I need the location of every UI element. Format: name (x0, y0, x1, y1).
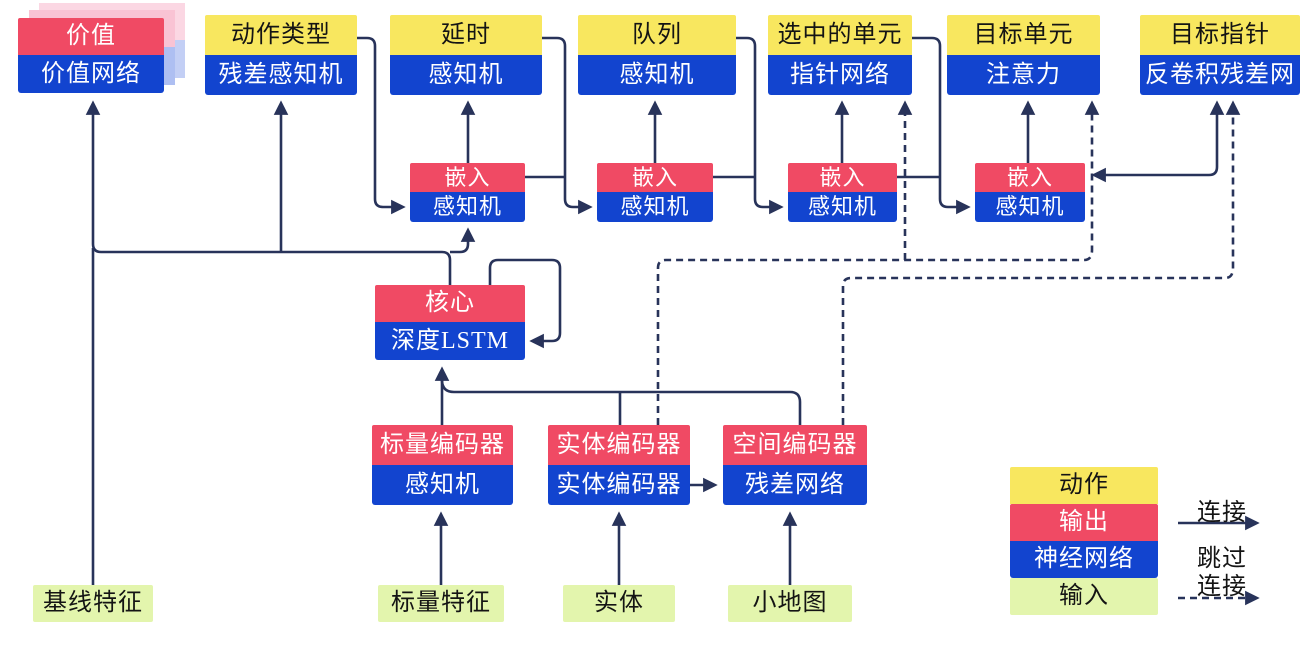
legend-output-label: 输出 (1010, 504, 1158, 541)
node-spatial-encoder: 空间编码器 残差网络 (723, 425, 867, 505)
node-embedding-2: 嵌入 感知机 (597, 163, 713, 222)
node-core: 核心 深度LSTM (375, 285, 525, 360)
target-point-network-label: 反卷积残差网 (1140, 55, 1300, 95)
selected-units-label: 选中的单元 (768, 15, 912, 55)
edge-embed4-target-point-link (1091, 100, 1225, 183)
legend-skip-label-line1: 跳过 (1197, 546, 1247, 572)
scalar-features-label: 标量特征 (378, 585, 504, 622)
value-network-label: 价值网络 (18, 55, 164, 93)
node-embedding-1: 嵌入 感知机 (410, 163, 525, 222)
core-network-label: 深度LSTM (375, 322, 525, 360)
core-label: 核心 (375, 285, 525, 322)
minimap-label: 小地图 (728, 585, 852, 622)
edge-queue-to-embed3 (736, 36, 784, 215)
entity-encoder-label: 实体编码器 (548, 425, 690, 465)
legend-input-label: 输入 (1010, 578, 1158, 615)
edge-core-branch-embed1 (450, 227, 476, 254)
spatial-encoder-label: 空间编码器 (723, 425, 867, 465)
action-type-label: 动作类型 (205, 15, 357, 55)
delay-label: 延时 (390, 15, 542, 55)
edge-core-self-loop (488, 258, 562, 349)
selected-units-network-label: 指针网络 (768, 55, 912, 95)
legend-network-label: 神经网络 (1010, 541, 1158, 578)
node-minimap: 小地图 (728, 585, 852, 622)
node-value: 价值 价值网络 (18, 18, 164, 93)
skip-spatial-to-target-point (841, 100, 1241, 425)
embedding4-label: 嵌入 (975, 163, 1085, 192)
scalar-encoder-label: 标量编码器 (372, 425, 513, 465)
legend-skip-label-line2: 连接 (1197, 574, 1247, 600)
queue-label: 队列 (578, 15, 736, 55)
node-target-point: 目标指针 反卷积残差网 (1140, 15, 1300, 95)
node-embedding-4: 嵌入 感知机 (975, 163, 1085, 222)
node-delay: 延时 感知机 (390, 15, 542, 95)
target-unit-label: 目标单元 (947, 15, 1100, 55)
action-type-network-label: 残差感知机 (205, 55, 357, 95)
edge-core-to-value-net (85, 100, 452, 285)
embedding2-label: 嵌入 (597, 163, 713, 192)
embedding3-label: 嵌入 (788, 163, 897, 192)
edge-action-type-to-embed1 (357, 36, 406, 215)
delay-network-label: 感知机 (390, 55, 542, 95)
entities-label: 实体 (563, 585, 675, 622)
legend-color-key: 动作 输出 神经网络 输入 (1010, 467, 1158, 615)
node-selected-units: 选中的单元 指针网络 (768, 15, 912, 95)
target-unit-network-label: 注意力 (947, 55, 1100, 95)
scalar-encoder-network-label: 感知机 (372, 465, 513, 505)
node-embedding-3: 嵌入 感知机 (788, 163, 897, 222)
legend-action-label: 动作 (1010, 467, 1158, 504)
value-output-label: 价值 (18, 18, 164, 55)
edge-delay-to-embed2 (542, 36, 593, 215)
entity-encoder-network-label: 实体编码器 (548, 465, 690, 505)
node-queue: 队列 感知机 (578, 15, 736, 95)
target-point-label: 目标指针 (1140, 15, 1300, 55)
embedding1-label: 嵌入 (410, 163, 525, 192)
node-scalar-features: 标量特征 (378, 585, 504, 622)
spatial-encoder-network-label: 残差网络 (723, 465, 867, 505)
baseline-features-label: 基线特征 (33, 585, 153, 622)
node-scalar-encoder: 标量编码器 感知机 (372, 425, 513, 505)
queue-network-label: 感知机 (578, 55, 736, 95)
embedding2-network-label: 感知机 (597, 192, 713, 222)
edge-encoder-bus (440, 379, 802, 425)
embedding4-network-label: 感知机 (975, 192, 1085, 222)
node-entity-encoder: 实体编码器 实体编码器 (548, 425, 690, 505)
skip-entity-to-attention (656, 100, 1100, 425)
edge-selected-units-to-embed4 (912, 36, 971, 215)
node-action-type: 动作类型 残差感知机 (205, 15, 357, 95)
node-entities: 实体 (563, 585, 675, 622)
node-target-unit: 目标单元 注意力 (947, 15, 1100, 95)
legend-connection-label: 连接 (1197, 500, 1247, 526)
embedding3-network-label: 感知机 (788, 192, 897, 222)
embedding1-network-label: 感知机 (410, 192, 525, 222)
node-baseline-features: 基线特征 (33, 585, 153, 622)
